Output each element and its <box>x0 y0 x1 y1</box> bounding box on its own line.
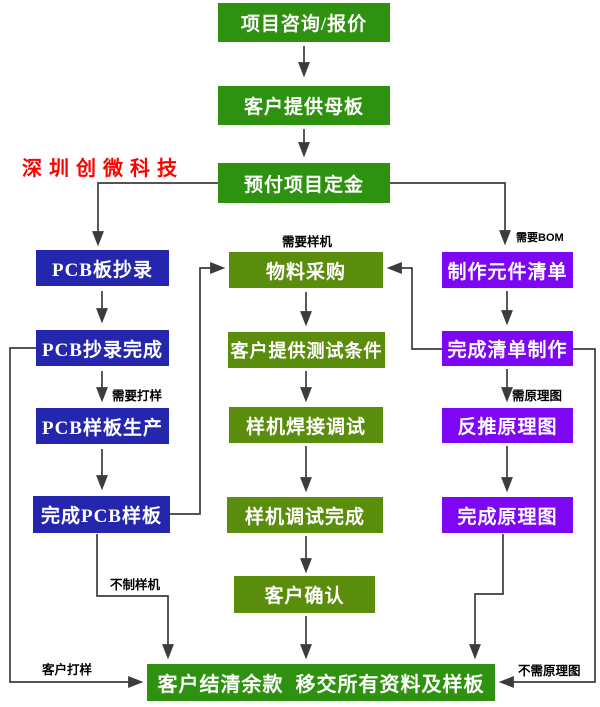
edge-label-need-schematic: 需原理图 <box>512 389 563 403</box>
connector-sample-done-to-material <box>170 262 226 515</box>
flow-node-test-conditions: 客户提供测试条件 <box>228 332 385 368</box>
flow-node-customer-confirm: 客户确认 <box>234 576 375 613</box>
flow-node-proto-welding: 样机焊接调试 <box>229 407 383 443</box>
flow-node-make-bom: 制作元件清单 <box>442 252 573 288</box>
connector-bom-done-to-material <box>386 262 442 350</box>
flow-node-customer-board: 客户提供母板 <box>218 86 390 125</box>
connector-bom-done-to-final-right <box>498 348 596 688</box>
connector-sample-done-to-final <box>96 534 174 660</box>
flow-node-pcb-copy: PCB板抄录 <box>36 250 169 286</box>
flow-node-bom-done: 完成清单制作 <box>442 331 573 366</box>
edge-label-no-prototype: 不制样机 <box>110 578 161 592</box>
company-watermark: 深 圳 创 微 科 技 <box>22 158 178 180</box>
flow-node-pcb-sample-prod: PCB样板生产 <box>36 408 169 444</box>
connector-copy-done-to-final <box>9 347 144 688</box>
flow-node-material-purchase: 物料采购 <box>229 252 383 288</box>
flow-node-project-consult: 项目咨询/报价 <box>218 3 390 42</box>
flow-node-reverse-schematic: 反推原理图 <box>442 408 573 443</box>
connector-deposit-to-make-bom <box>389 182 511 246</box>
flow-node-pcb-sample-done: 完成PCB样板 <box>33 496 170 533</box>
edge-label-need-sampling: 需要打样 <box>112 389 163 403</box>
flow-node-schematic-done: 完成原理图 <box>442 497 573 533</box>
flow-node-pcb-copy-done: PCB抄录完成 <box>36 330 169 366</box>
flow-node-proto-debug-done: 样机调试完成 <box>227 497 383 533</box>
flow-node-final-settlement: 客户结清余款 移交所有资料及样板 <box>147 664 495 701</box>
flow-node-deposit: 预付项目定金 <box>218 163 390 203</box>
connector-sch-done-to-final <box>469 534 504 660</box>
edge-label-need-bom: 需要BOM <box>516 232 564 244</box>
edge-label-no-schematic-needed: 不需原理图 <box>518 664 581 678</box>
edge-label-customer-sampling: 客户打样 <box>42 663 93 677</box>
connector-deposit-to-pcb-copy <box>92 182 218 247</box>
edge-label-need-prototype: 需要样机 <box>282 235 333 249</box>
